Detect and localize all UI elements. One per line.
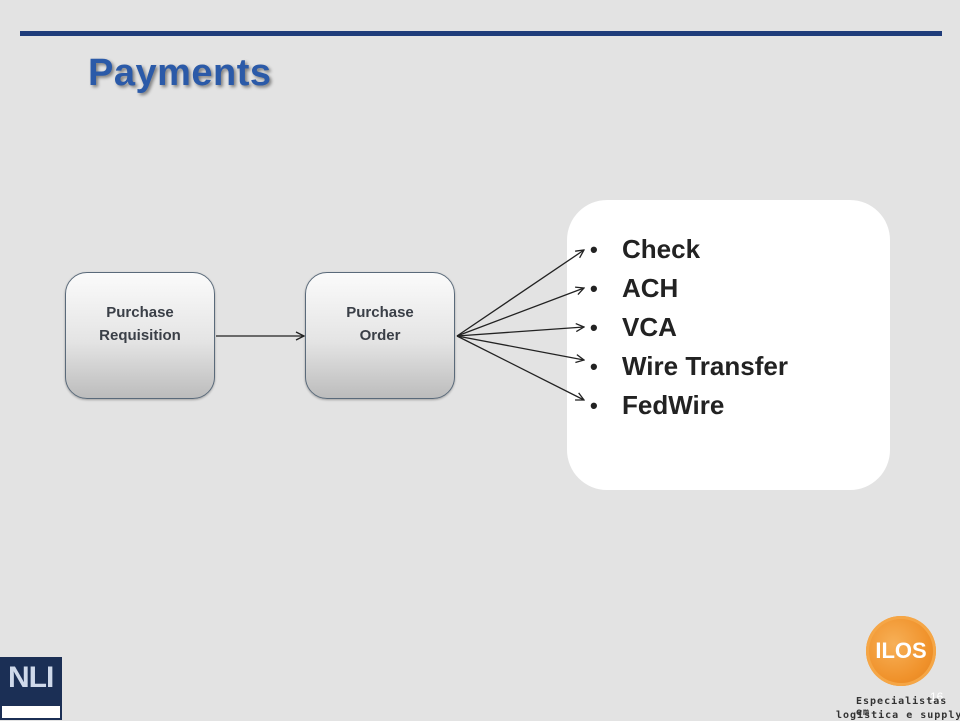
bullet-icon: • [590,315,598,340]
page-number: 16 [930,690,944,704]
list-item: • ACH [590,269,788,308]
list-item: • Wire Transfer [590,347,788,386]
node-label-line1: Purchase [106,304,174,321]
method-label: Wire Transfer [622,351,788,381]
node-label-line2: Requisition [99,327,181,344]
payment-methods-panel [567,200,890,490]
nli-logo-strip [2,706,60,718]
page-title: Payments [88,52,272,94]
nli-logo-text: NLI [8,661,54,694]
arrow-po-to-check [456,250,584,337]
node-purchase-order: Purchase Order [305,272,455,399]
nli-logo: NLI [0,657,62,720]
method-label: Check [622,234,701,264]
list-item: • Check [590,230,788,269]
arrow-po-to-fedwire [456,335,584,400]
method-label: VCA [622,312,677,342]
ilos-logo-text: ILOS [875,638,927,663]
bullet-icon: • [590,354,598,379]
ilos-logo: ILOS [866,616,936,686]
arrow-po-to-vca [456,327,584,337]
payment-methods-list: • Check • ACH • VCA • Wire Transfer • FedWire [590,230,788,425]
bullet-icon: • [590,237,598,262]
header-rule [20,31,942,36]
node-label-line2: Order [359,327,401,344]
arrow-po-to-wire [456,335,584,360]
list-item: • VCA [590,308,788,347]
list-item: • FedWire [590,386,788,425]
node-label-line1: Purchase [346,304,414,321]
node-purchase-requisition: Purchase Requisition [65,272,215,399]
method-label: ACH [622,273,679,303]
method-label: FedWire [622,390,725,420]
tagline-line2: logística e supply chain [836,710,960,721]
tagline-line1: Especialistas em [856,696,948,718]
bullet-icon: • [590,276,598,301]
bullet-icon: • [590,393,598,418]
arrow-po-to-ach [456,288,584,337]
